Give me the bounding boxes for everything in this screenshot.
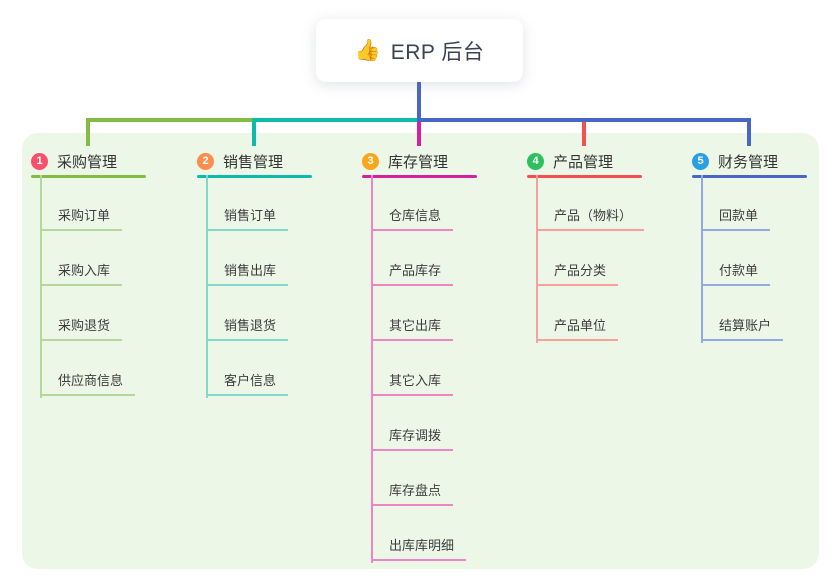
- branches-panel: [22, 133, 819, 569]
- branch-underline: [692, 175, 807, 178]
- connector-line: [252, 118, 417, 122]
- connector-line: [417, 118, 421, 146]
- child-node[interactable]: 采购订单: [40, 208, 123, 231]
- branch-column-4: 4 产品管理 产品（物料） 产品分类产品单位: [527, 150, 677, 343]
- child-node[interactable]: 销售出库: [206, 263, 289, 286]
- connector-line: [86, 118, 90, 146]
- branch-spine-line: [701, 175, 703, 343]
- branch-number-badge: 1: [31, 152, 48, 170]
- branch-node-label: 库存管理: [388, 153, 449, 171]
- child-node[interactable]: 客户信息: [206, 373, 289, 396]
- child-node[interactable]: 产品库存: [371, 263, 454, 286]
- connector-line: [747, 118, 751, 146]
- branch-spine-line: [371, 175, 373, 563]
- child-node[interactable]: 结算账户: [701, 318, 784, 341]
- child-node[interactable]: 其它出库: [371, 318, 454, 341]
- branch-column-3: 3 库存管理 仓库信息产品库存其它出库其它入库库存调拨库存盘点出库库明细: [362, 150, 512, 563]
- branch-number-badge: 2: [197, 152, 214, 170]
- branch-node-label: 采购管理: [57, 153, 118, 171]
- branch-node[interactable]: 1 采购管理: [31, 151, 181, 171]
- branch-column-5: 5 财务管理 回款单付款单结算账户: [692, 150, 839, 343]
- connector-line: [582, 118, 586, 146]
- branch-number-badge: 4: [527, 152, 544, 170]
- branch-underline: [197, 175, 312, 178]
- branch-underline: [527, 175, 642, 178]
- thumbs-up-icon: 👍: [354, 39, 381, 62]
- child-node[interactable]: 仓库信息: [371, 208, 454, 231]
- connector-line: [86, 118, 252, 122]
- child-node[interactable]: 采购退货: [40, 318, 123, 341]
- child-node[interactable]: 库存调拨: [371, 428, 454, 451]
- branch-node-label: 产品管理: [553, 153, 614, 171]
- branch-column-1: 1 采购管理 采购订单采购入库采购退货供应商信息: [31, 150, 181, 398]
- child-node[interactable]: 回款单: [701, 208, 771, 231]
- child-node[interactable]: 出库库明细: [371, 538, 467, 561]
- child-node[interactable]: 库存盘点: [371, 483, 454, 506]
- child-node[interactable]: 付款单: [701, 263, 771, 286]
- child-node[interactable]: 采购入库: [40, 263, 123, 286]
- connector-line: [417, 118, 751, 122]
- branch-node[interactable]: 5 财务管理: [692, 151, 839, 171]
- connector-line: [252, 118, 256, 146]
- child-node[interactable]: 产品（物料）: [536, 208, 645, 231]
- branch-number-badge: 3: [362, 152, 379, 170]
- child-node[interactable]: 销售退货: [206, 318, 289, 341]
- branch-node[interactable]: 2 销售管理: [197, 151, 347, 171]
- branch-underline: [362, 175, 477, 178]
- root-node[interactable]: 👍 ERP 后台: [316, 19, 523, 82]
- branch-node[interactable]: 3 库存管理: [362, 151, 512, 171]
- branch-spine-line: [40, 175, 42, 398]
- connector-line: [417, 82, 421, 118]
- child-node[interactable]: 销售订单: [206, 208, 289, 231]
- branch-node-label: 财务管理: [718, 153, 779, 171]
- branch-spine-line: [206, 175, 208, 398]
- branch-node[interactable]: 4 产品管理: [527, 151, 677, 171]
- child-node[interactable]: 产品单位: [536, 318, 619, 341]
- child-node[interactable]: 供应商信息: [40, 373, 136, 396]
- child-node[interactable]: 其它入库: [371, 373, 454, 396]
- root-node-title: ERP 后台: [390, 40, 485, 64]
- child-node[interactable]: 产品分类: [536, 263, 619, 286]
- branch-column-2: 2 销售管理 销售订单销售出库销售退货客户信息: [197, 150, 347, 398]
- branch-underline: [31, 175, 146, 178]
- branch-spine-line: [536, 175, 538, 343]
- branch-number-badge: 5: [692, 152, 709, 170]
- branch-node-label: 销售管理: [223, 153, 284, 171]
